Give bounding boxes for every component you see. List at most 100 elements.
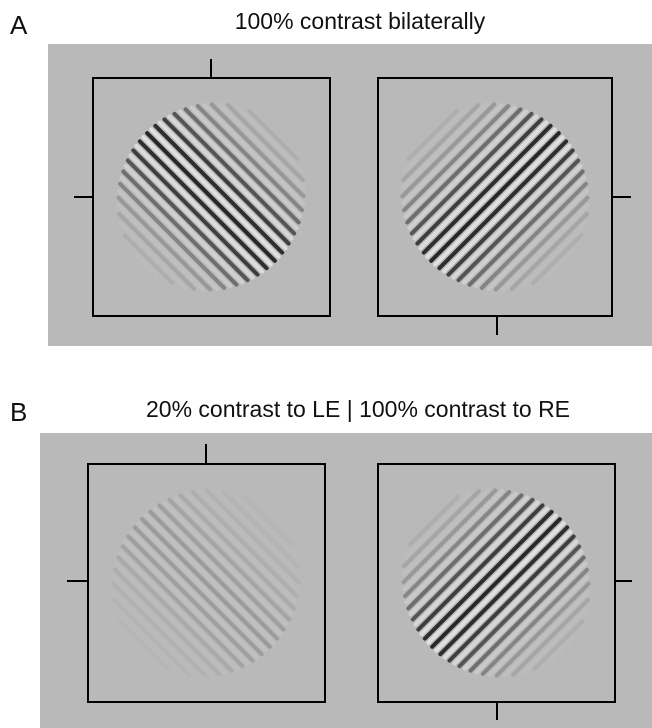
grating-bar-light: [123, 163, 245, 285]
panel-a-stereogram: [74, 59, 631, 335]
grating-bar-light: [401, 488, 490, 577]
grating-bar-light: [441, 143, 572, 274]
grating-bar-light: [149, 127, 281, 259]
grating-bar-dark: [172, 111, 297, 236]
grating-bar-dark: [494, 581, 591, 678]
gabor-patch-right: [401, 488, 591, 678]
grating-bar-dark: [117, 212, 196, 291]
grating-bar-dark: [122, 233, 175, 286]
grating-bar-light: [461, 163, 583, 285]
panel-letter-b: B: [10, 397, 28, 427]
grating-bar-light: [129, 529, 260, 660]
grating-bar-dark: [415, 117, 544, 246]
grating-bar-light: [202, 103, 305, 206]
grating-bar-light: [474, 561, 588, 675]
grating-bar-light: [117, 188, 220, 291]
grating-bar-dark: [457, 544, 582, 669]
grating-bar-light: [128, 153, 255, 280]
grating-bar-dark: [447, 534, 576, 663]
grating-bar-dark: [403, 490, 512, 599]
grating-bar-light: [402, 489, 505, 592]
grating-bar-light: [412, 114, 539, 241]
grating-bar-light: [407, 109, 529, 231]
grating-bar-dark: [446, 148, 575, 277]
grating-bar-light: [400, 102, 489, 191]
grating-bar-dark: [409, 111, 534, 236]
panel-letter-a: A: [10, 10, 28, 40]
grating-bar-light: [157, 120, 288, 251]
grating-bar-dark: [438, 525, 570, 657]
grating-bar-dark: [183, 107, 301, 225]
grating-bar-light: [116, 203, 205, 292]
grating-bar-light: [152, 506, 283, 637]
grating-bar-light: [123, 539, 250, 666]
grating-bar-light: [184, 491, 298, 605]
panel-a-stage: [48, 44, 652, 346]
grating-bar-light: [462, 549, 584, 671]
grating-bar-dark: [178, 493, 296, 611]
grating-bar-light: [433, 135, 565, 267]
grating-bar-dark: [247, 108, 300, 161]
grating-bar-dark: [401, 488, 498, 585]
grating-bar-light: [452, 539, 579, 666]
grating-bar-light: [403, 105, 517, 219]
grating-bar-dark: [121, 169, 239, 287]
grating-bar-dark: [406, 493, 524, 611]
grating-bar-light: [134, 143, 265, 274]
grating-bar-dark: [113, 567, 222, 676]
right-eye-stimulus: [377, 463, 632, 720]
panel-b-stereogram: [67, 444, 632, 720]
grating-bar-dark: [422, 509, 554, 641]
grating-bar-light: [177, 109, 299, 231]
grating-bar-dark: [421, 123, 553, 255]
grating-bar-light: [172, 495, 294, 617]
panel-b-stage: [40, 433, 652, 728]
grating-bar-light: [413, 500, 540, 627]
grating-bar-dark: [120, 544, 245, 669]
grating-bar-dark: [410, 497, 535, 622]
grating-bar-light: [419, 506, 550, 637]
grating-bar-light: [136, 521, 268, 653]
grating-bar-dark: [226, 103, 305, 182]
grating-bar-dark: [126, 534, 255, 663]
gabor-patch-right: [400, 102, 590, 292]
grating-bar-dark: [406, 108, 459, 161]
grating-bar-light: [442, 529, 573, 660]
grating-bar-light: [434, 521, 566, 653]
grating-bar-dark: [140, 517, 272, 649]
grating-bar-dark: [531, 233, 584, 286]
grating-bar-dark: [405, 107, 523, 225]
grating-bar-light: [141, 135, 273, 267]
grating-bar-light: [519, 221, 587, 289]
grating-bar-light: [114, 561, 228, 675]
grating-bar-light: [217, 102, 306, 191]
grating-bar-dark: [195, 104, 304, 213]
right-eye-stimulus: [377, 77, 631, 335]
grating-bar-dark: [162, 117, 291, 246]
grating-bar-light: [501, 203, 590, 292]
grating-bar-dark: [493, 195, 590, 292]
grating-bar-dark: [148, 509, 280, 641]
grating-bar-light: [473, 175, 587, 289]
grating-bar-light: [425, 127, 557, 259]
grating-bar-dark: [190, 490, 299, 599]
grating-bar-dark: [118, 181, 227, 290]
grating-bar-dark: [137, 139, 269, 271]
grating-bar-light: [118, 549, 240, 671]
grating-bar-dark: [407, 494, 460, 547]
grating-bar-light: [404, 491, 518, 605]
left-eye-stimulus: [74, 59, 331, 317]
grating-bar-light: [162, 500, 289, 627]
panel-title-b: 20% contrast to LE | 100% contrast to RE: [145, 396, 571, 422]
grating-bar-dark: [467, 169, 585, 287]
grating-bar-dark: [429, 131, 561, 263]
grating-bar-light: [119, 175, 233, 289]
grating-bar-dark: [132, 525, 264, 657]
grating-bar-dark: [468, 555, 586, 673]
grating-bar-light: [418, 120, 549, 251]
grating-bar-dark: [437, 139, 569, 271]
grating-bar-dark: [116, 555, 234, 673]
gabor-patch-left: [116, 102, 306, 292]
grating-bar-dark: [153, 123, 285, 255]
gabor-patch-left: [113, 490, 299, 676]
